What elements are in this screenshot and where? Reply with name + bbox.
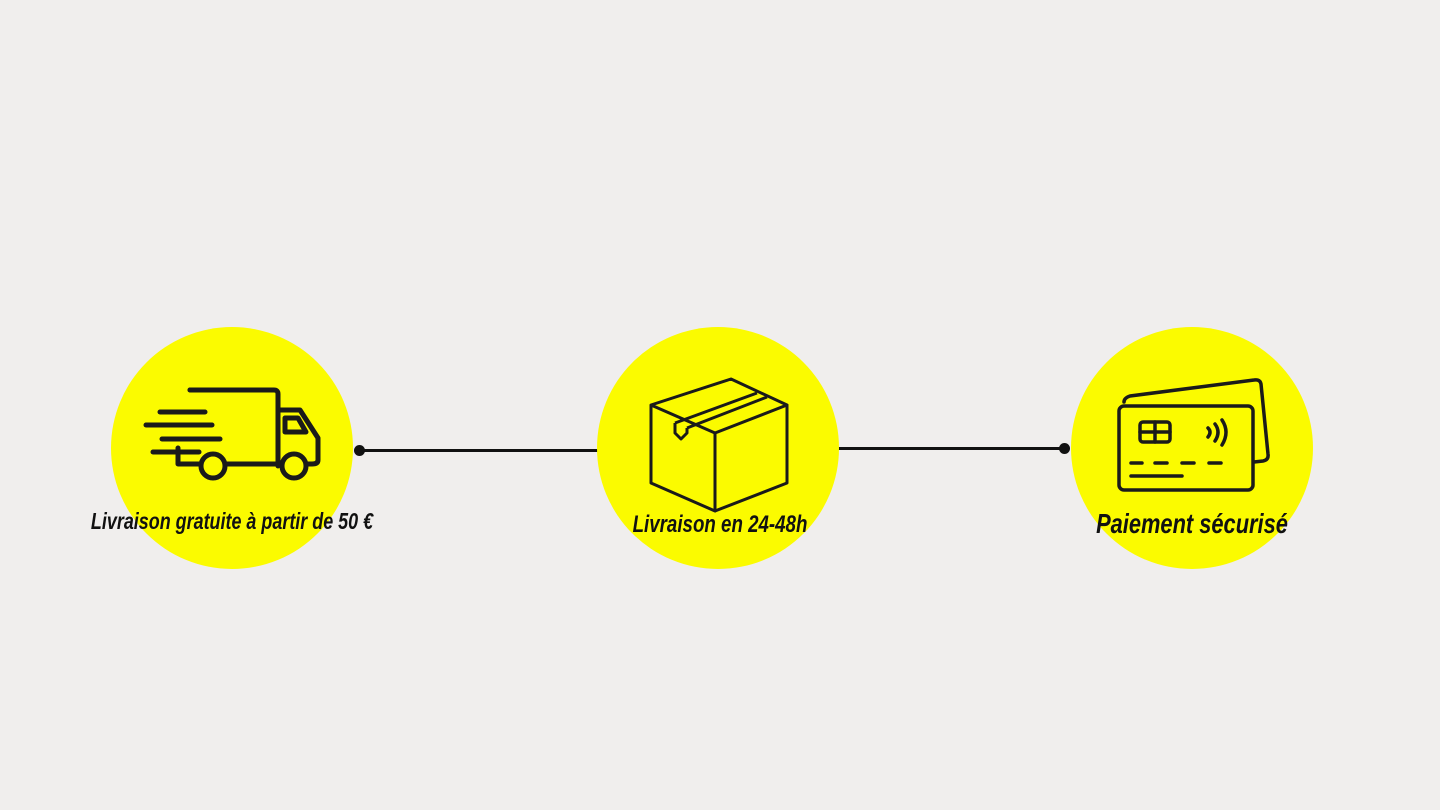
connector-dot-1 (354, 445, 365, 456)
connector-dot-2 (1059, 443, 1070, 454)
feature-label-secure-payment: Paiement sécurisé (1096, 508, 1288, 539)
connector-line-1 (360, 449, 600, 452)
feature-label-free-delivery: Livraison gratuite à partir de 50 € (90, 508, 374, 534)
credit-card-icon (1117, 378, 1270, 492)
delivery-truck-icon (143, 387, 321, 481)
connector-line-2 (838, 447, 1066, 450)
feature-circle-fast-delivery (597, 327, 839, 569)
feature-circle-free-delivery (111, 327, 353, 569)
package-box-icon (649, 377, 789, 513)
feature-label-fast-delivery: Livraison en 24-48h (632, 511, 808, 538)
